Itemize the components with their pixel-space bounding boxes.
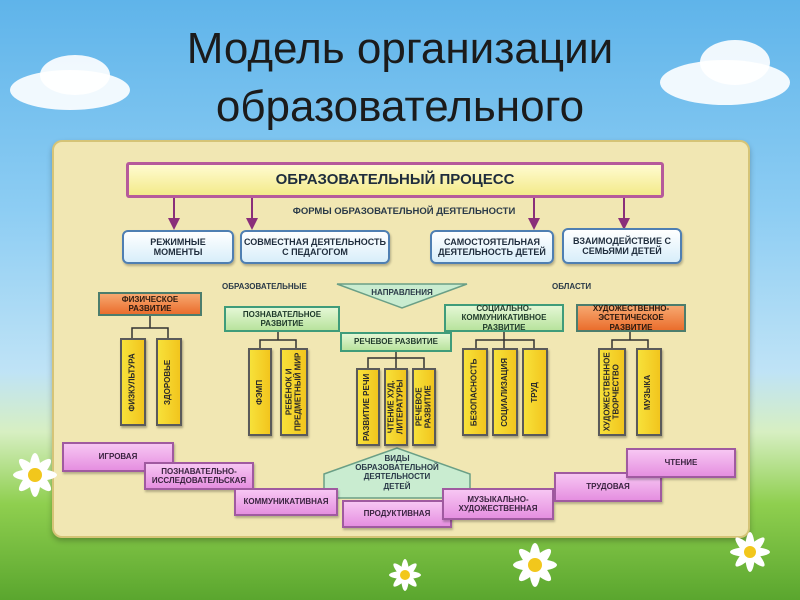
area-artistic: ХУДОЖЕСТВЕННО- ЭСТЕТИЧЕСКОЕ РАЗВИТИЕ xyxy=(576,304,686,332)
sub-label: ХУДОЖЕСТВЕННОЕ ТВОРЧЕСТВО xyxy=(602,352,621,432)
activity-music: МУЗЫКАЛЬНО- ХУДОЖЕСТВЕННАЯ xyxy=(442,488,554,520)
label-educational: ОБРАЗОВАТЕЛЬНЫЕ xyxy=(222,282,307,291)
area-physical: ФИЗИЧЕСКОЕ РАЗВИТИЕ xyxy=(98,292,202,316)
area-speech: РЕЧЕВОЕ РАЗВИТИЕ xyxy=(340,332,452,352)
sub-label: РЕБЁНОК И ПРЕДМЕТНЫЙ МИР xyxy=(284,352,302,432)
sub-labor: ТРУД xyxy=(522,348,548,436)
activity-reading: ЧТЕНИЕ xyxy=(626,448,736,478)
sub-speech-development: РАЗВИТИЕ РЕЧИ xyxy=(356,368,380,446)
tree-connector xyxy=(367,352,425,368)
tree-connector xyxy=(475,332,535,348)
sub-label: ФЭМП xyxy=(254,379,264,405)
sub-music: МУЗЫКА xyxy=(636,348,662,436)
activity-communicative: КОММУНИКАТИВНАЯ xyxy=(234,488,338,516)
sub-label: БЕЗОПАСНОСТЬ xyxy=(469,358,479,426)
forms-heading: ФОРМЫ ОБРАЗОВАТЕЛЬНОЙ ДЕЯТЕЛЬНОСТИ xyxy=(292,206,516,217)
sub-label: МУЗЫКА xyxy=(643,374,653,410)
sub-label: ТРУД xyxy=(529,381,539,403)
diagram-panel: ОБРАЗОВАТЕЛЬНЫЙ ПРОЦЕСС ФОРМЫ ОБРАЗОВАТЕ… xyxy=(52,140,750,538)
activity-productive: ПРОДУКТИВНАЯ xyxy=(342,500,452,528)
sub-label: ФИЗКУЛЬТУРА xyxy=(127,352,137,412)
kinds-label: ВИДЫ ОБРАЗОВАТЕЛЬНОЙ ДЕЯТЕЛЬНОСТИ ДЕТЕЙ xyxy=(355,454,439,491)
daisy-flower-icon xyxy=(389,559,421,591)
cloud xyxy=(40,55,110,95)
sub-health: ЗДОРОВЬЕ xyxy=(156,338,182,426)
tree-connector xyxy=(259,332,297,348)
area-social: СОЦИАЛЬНО- КОММУНИКАТИВНОЕ РАЗВИТИЕ xyxy=(444,304,564,332)
sub-physical-culture: ФИЗКУЛЬТУРА xyxy=(120,338,146,426)
form-joint-activity: СОВМЕСТНАЯ ДЕЯТЕЛЬНОСТЬ С ПЕДАГОГОМ xyxy=(240,230,390,264)
tree-connector xyxy=(131,316,169,338)
process-box: ОБРАЗОВАТЕЛЬНЫЙ ПРОЦЕСС xyxy=(126,162,664,198)
label-areas: ОБЛАСТИ xyxy=(552,282,592,291)
sub-safety: БЕЗОПАСНОСТЬ xyxy=(462,348,488,436)
sub-label: ЗДОРОВЬЕ xyxy=(163,359,173,405)
directions-arrow xyxy=(336,283,468,309)
daisy-flower-icon xyxy=(513,543,557,587)
form-regime-moments: РЕЖИМНЫЕ МОМЕНТЫ xyxy=(122,230,234,264)
directions-label: НАПРАВЛЕНИЯ xyxy=(371,288,433,297)
sub-reading-literature: ЧТЕНИЕ ХУД. ЛИТЕРАТУРЫ xyxy=(384,368,408,446)
daisy-flower-icon xyxy=(730,532,770,572)
area-cognitive: ПОЗНАВАТЕЛЬНОЕ РАЗВИТИЕ xyxy=(224,306,340,332)
sub-speech-development-2: РЕЧЕВОЕ РАЗВИТИЕ xyxy=(412,368,436,446)
sub-label: РЕЧЕВОЕ РАЗВИТИЕ xyxy=(414,385,433,429)
form-independent-activity: САМОСТОЯТЕЛЬНАЯ ДЕЯТЕЛЬНОСТЬ ДЕТЕЙ xyxy=(430,230,554,264)
sub-socialization: СОЦИАЛИЗАЦИЯ xyxy=(492,348,518,436)
sub-child-and-world: РЕБЁНОК И ПРЕДМЕТНЫЙ МИР xyxy=(280,348,308,436)
sub-math: ФЭМП xyxy=(248,348,272,436)
cloud xyxy=(700,40,770,85)
tree-connector xyxy=(611,332,649,348)
daisy-flower-icon xyxy=(13,453,57,497)
sub-label: ЧТЕНИЕ ХУД. ЛИТЕРАТУРЫ xyxy=(386,379,405,435)
sub-artistic-creativity: ХУДОЖЕСТВЕННОЕ ТВОРЧЕСТВО xyxy=(598,348,626,436)
sub-label: РАЗВИТИЕ РЕЧИ xyxy=(362,373,372,441)
form-family-interaction: ВЗАИМОДЕЙСТВИЕ С СЕМЬЯМИ ДЕТЕЙ xyxy=(562,228,682,264)
activity-research: ПОЗНАВАТЕЛЬНО- ИССЛЕДОВАТЕЛЬСКАЯ xyxy=(144,462,254,490)
sub-label: СОЦИАЛИЗАЦИЯ xyxy=(499,357,509,427)
